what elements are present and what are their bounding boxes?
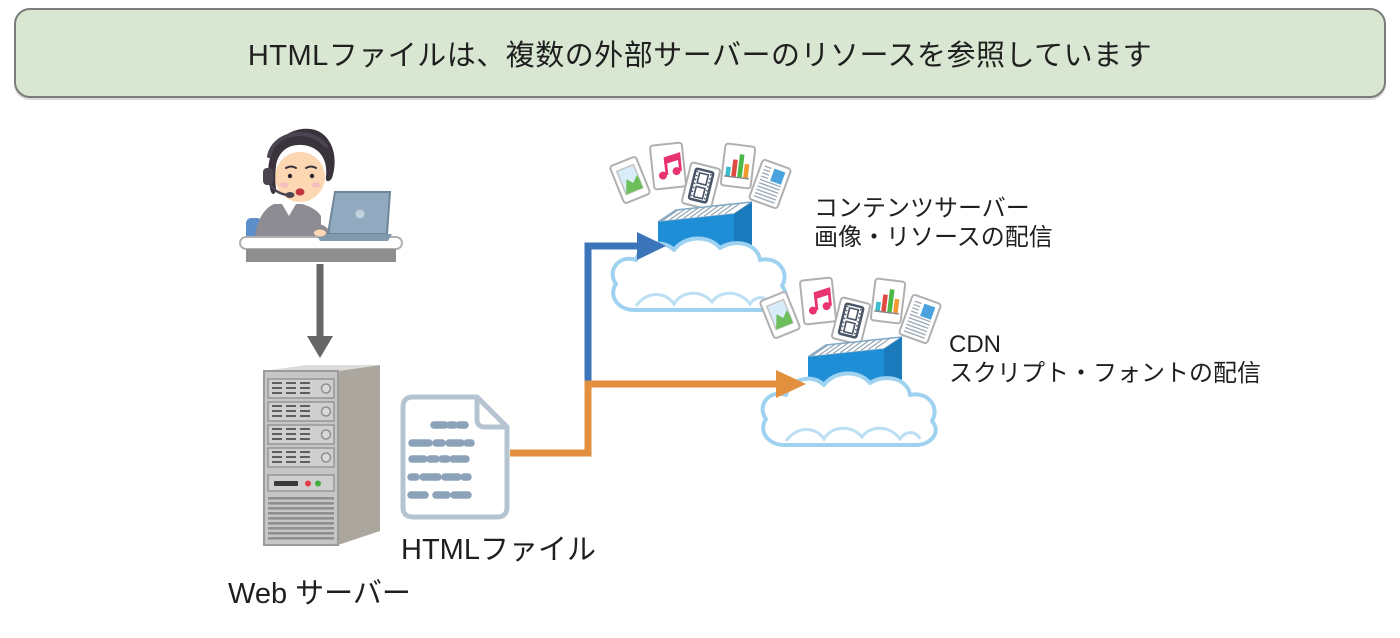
operator-head — [268, 128, 335, 202]
server-side — [338, 365, 380, 545]
server-tower-icon — [263, 365, 380, 546]
down-arrow-icon — [307, 264, 333, 358]
cdn-subtitle: スクリプト・フォントの配信 — [949, 360, 1261, 387]
content-server-subtitle: 画像・リソースの配信 — [814, 224, 1053, 251]
headset-icon — [263, 131, 328, 198]
content-server-title: コンテンツサーバー — [814, 195, 1030, 222]
server-vents — [268, 497, 334, 540]
person-at-laptop-icon — [239, 128, 403, 262]
banner-text: HTMLファイルは、複数の外部サーバーのリソースを参照しています — [247, 40, 1153, 72]
server-top — [264, 365, 380, 371]
laptop-icon — [314, 191, 392, 241]
html-file-label: HTMLファイル — [401, 534, 596, 566]
cdn-label: CDN スクリプト・フォントの配信 — [949, 330, 1261, 388]
banner: HTMLファイルは、複数の外部サーバーのリソースを参照しています — [14, 8, 1386, 98]
cdn-title: CDN — [949, 331, 1001, 358]
document-text-dashes — [407, 421, 475, 499]
content-server-label: コンテンツサーバー 画像・リソースの配信 — [814, 194, 1053, 252]
server-led-panel — [267, 474, 335, 492]
web-server-label: Web サーバー — [228, 578, 411, 610]
server-drive-bays — [267, 378, 335, 468]
document-corner-fold — [474, 394, 510, 430]
html-document-icon — [400, 394, 510, 520]
blue-elbow-arrow-icon — [584, 232, 666, 388]
orange-elbow-arrow-icon — [510, 370, 806, 457]
desk-front-panel — [246, 249, 396, 262]
